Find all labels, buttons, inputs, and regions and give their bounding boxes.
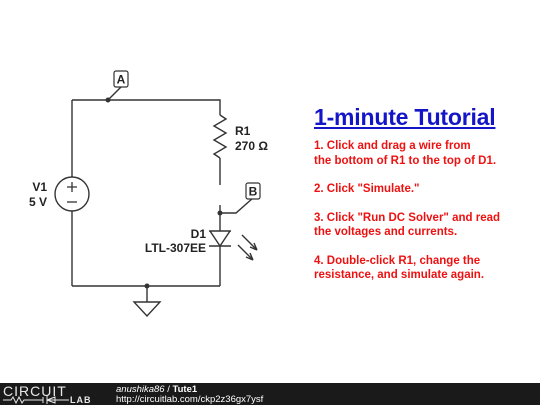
circuit-url[interactable]: http://circuitlab.com/ckp2z36gx7ysf — [116, 394, 264, 405]
tutorial-step-1: 1. Click and drag a wire from the bottom… — [314, 140, 497, 167]
logo-wave-icon — [3, 396, 69, 404]
tutorial-panel: 1-minute Tutorial 1. Click and drag a wi… — [314, 104, 536, 297]
circuit-title[interactable]: Tute1 — [172, 384, 198, 395]
diode-d1[interactable] — [209, 230, 231, 248]
r1-value: 270 Ω — [235, 139, 268, 153]
probe-a-lead — [107, 86, 122, 101]
d1-value: LTL-307EE — [145, 241, 206, 255]
led-arrow-1 — [241, 234, 258, 251]
probe-a-box[interactable] — [113, 70, 129, 88]
plus-sign — [67, 182, 77, 192]
ground-symbol[interactable] — [132, 301, 162, 318]
junction-dot-a — [105, 97, 111, 103]
tutorial-step-2: 2. Click "Simulate." — [314, 183, 420, 195]
d1-name: D1 — [191, 227, 207, 241]
circuit-schematic: A B V1 5 V R1 270 Ω D1 LTL-307EE — [29, 70, 268, 318]
tutorial-step-4: 4. Double-click R1, change the resistanc… — [314, 254, 485, 282]
circuit-credit: anushika86 / Tute1 — [116, 384, 197, 395]
led-arrow-2 — [237, 244, 254, 261]
junction-dot-ground — [144, 283, 150, 289]
footer-bar: CIRCUIT LAB anushika86 / Tute1 http://ci… — [0, 383, 540, 405]
wire-top[interactable] — [72, 99, 221, 115]
resistor-r1[interactable] — [212, 114, 228, 159]
tutorial-step-3: 3. Click "Run DC Solver" and read the vo… — [314, 211, 501, 239]
author-name[interactable]: anushika86 — [116, 384, 165, 395]
v1-name: V1 — [32, 180, 47, 194]
logo-lab-text: LAB — [70, 395, 92, 405]
probe-b-label: B — [249, 185, 258, 199]
probe-b-lead — [220, 197, 254, 214]
v1-value: 5 V — [29, 195, 47, 209]
junction-dot-b — [217, 210, 223, 216]
probe-b-box[interactable] — [245, 182, 261, 200]
credit-separator: / — [164, 384, 173, 395]
voltage-source-v1[interactable] — [54, 176, 90, 212]
r1-name: R1 — [235, 124, 251, 138]
tutorial-title[interactable]: 1-minute Tutorial — [314, 104, 496, 130]
probe-a-label: A — [117, 73, 126, 87]
logo-circuit-text: CIRCUIT — [3, 383, 67, 399]
